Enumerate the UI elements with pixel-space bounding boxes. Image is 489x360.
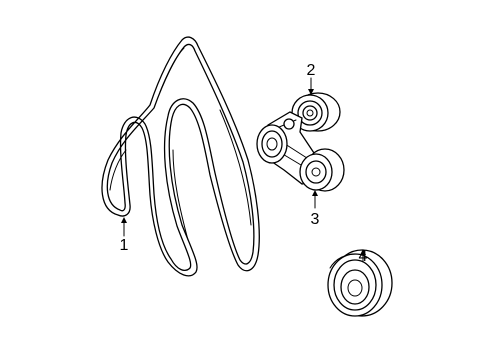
serpentine-belt[interactable] xyxy=(101,36,260,277)
callout-number-3: 3 xyxy=(311,211,320,228)
callout-4: 4 xyxy=(359,248,368,265)
callout-number-1: 1 xyxy=(120,237,129,254)
callout-2: 2 xyxy=(307,62,316,95)
callout-1: 1 xyxy=(120,217,129,254)
callout-3: 3 xyxy=(311,190,320,228)
callout-number-2: 2 xyxy=(307,62,316,79)
callout-number-4: 4 xyxy=(359,248,368,265)
belt-tensioner[interactable] xyxy=(256,111,345,192)
